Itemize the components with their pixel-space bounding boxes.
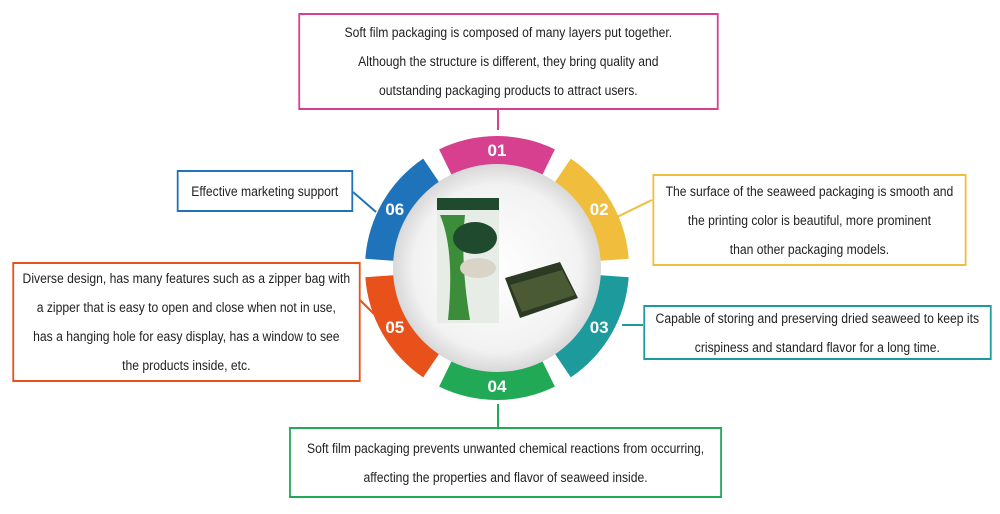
- text-line: a zipper that is easy to open and close …: [36, 300, 336, 315]
- text-line: Soft film packaging prevents unwanted ch…: [306, 440, 705, 456]
- text-line: Diverse design, has many features such a…: [22, 271, 350, 286]
- connector-line-06: [352, 191, 377, 213]
- text-box-06: Effective marketing support: [176, 170, 353, 212]
- text-line: outstanding packaging products to attrac…: [378, 83, 638, 98]
- petal-03: [548, 274, 629, 378]
- text-line: than other packaging models.: [729, 241, 889, 257]
- petal-number: 01: [488, 141, 507, 160]
- text-line: Although the structure is different, the…: [357, 54, 659, 69]
- text-line: Capable of storing and preserving dried …: [655, 310, 979, 326]
- text-box-05: Diverse design, has many features such a…: [12, 262, 360, 382]
- text-line: the products inside, etc.: [121, 358, 251, 373]
- petal-number: 03: [590, 318, 609, 337]
- petal-06: [365, 158, 446, 262]
- petal-05: [365, 274, 446, 378]
- petal-number: 04: [488, 377, 507, 396]
- petal-02: [548, 158, 629, 262]
- text-box-02: The surface of the seaweed packaging is …: [651, 174, 966, 266]
- text-box-04: Soft film packaging prevents unwanted ch…: [288, 427, 722, 498]
- text-line: affecting the properties and flavor of s…: [363, 469, 648, 485]
- petal-number: 02: [590, 200, 609, 219]
- text-box-03: Capable of storing and preserving dried …: [642, 305, 991, 360]
- product-image: [437, 198, 578, 323]
- text-line: The surface of the seaweed packaging is …: [665, 183, 953, 199]
- text-line: crispiness and standard flavor for a lon…: [694, 339, 940, 355]
- text-line: the printing color is beautiful, more pr…: [687, 212, 931, 228]
- text-line: Effective marketing support: [191, 183, 339, 199]
- text-box-01: Soft film packaging is composed of many …: [297, 13, 718, 110]
- petal-number: 05: [385, 318, 404, 337]
- petal-number: 06: [385, 200, 404, 219]
- text-line: has a hanging hole for easy display, has…: [32, 329, 340, 344]
- text-line: Soft film packaging is composed of many …: [344, 25, 672, 40]
- connector-line-02: [614, 199, 653, 219]
